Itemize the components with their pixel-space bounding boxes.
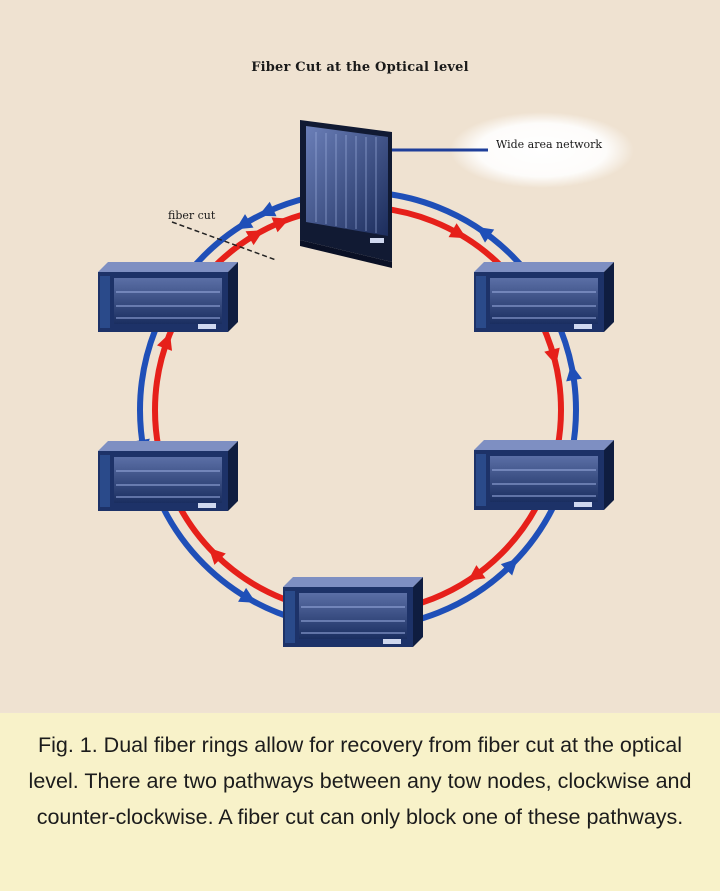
inner-ring-arrow [544, 347, 560, 366]
inner-ring-arrow [245, 230, 264, 246]
node-lower-left [98, 441, 238, 511]
outer-ring-arrow [500, 558, 518, 576]
node-upper-right [474, 262, 614, 332]
inner-ring-arrow [467, 565, 486, 581]
outer-ring-arrow [258, 201, 277, 217]
diagram-title: Fiber Cut at the Optical level [251, 60, 469, 75]
node-upper-left [98, 262, 238, 332]
inner-ring-arrow [156, 333, 173, 351]
fiber-cut-label: fiber cut [168, 209, 216, 222]
ring-diagram [98, 112, 634, 647]
diagram-area: Fiber Cut at the Optical level Wide area… [98, 60, 634, 647]
node-bottom [283, 577, 423, 647]
inner-ring-arrow [208, 547, 226, 565]
wan-label: Wide area network [496, 138, 603, 151]
outer-ring-arrow [235, 214, 254, 230]
fiber-cut-mark [171, 221, 277, 261]
wan-cloud [450, 112, 634, 188]
hub-node [300, 120, 392, 268]
figure-caption: Fig. 1. Dual fiber rings allow for recov… [0, 713, 720, 891]
outer-ring-arrow [566, 364, 582, 382]
outer-ring-arrow [476, 226, 495, 243]
outer-ring-arrow [238, 587, 256, 603]
node-lower-right [474, 440, 614, 510]
inner-ring-arrow [448, 223, 467, 239]
inner-ring-arrow [271, 217, 290, 233]
